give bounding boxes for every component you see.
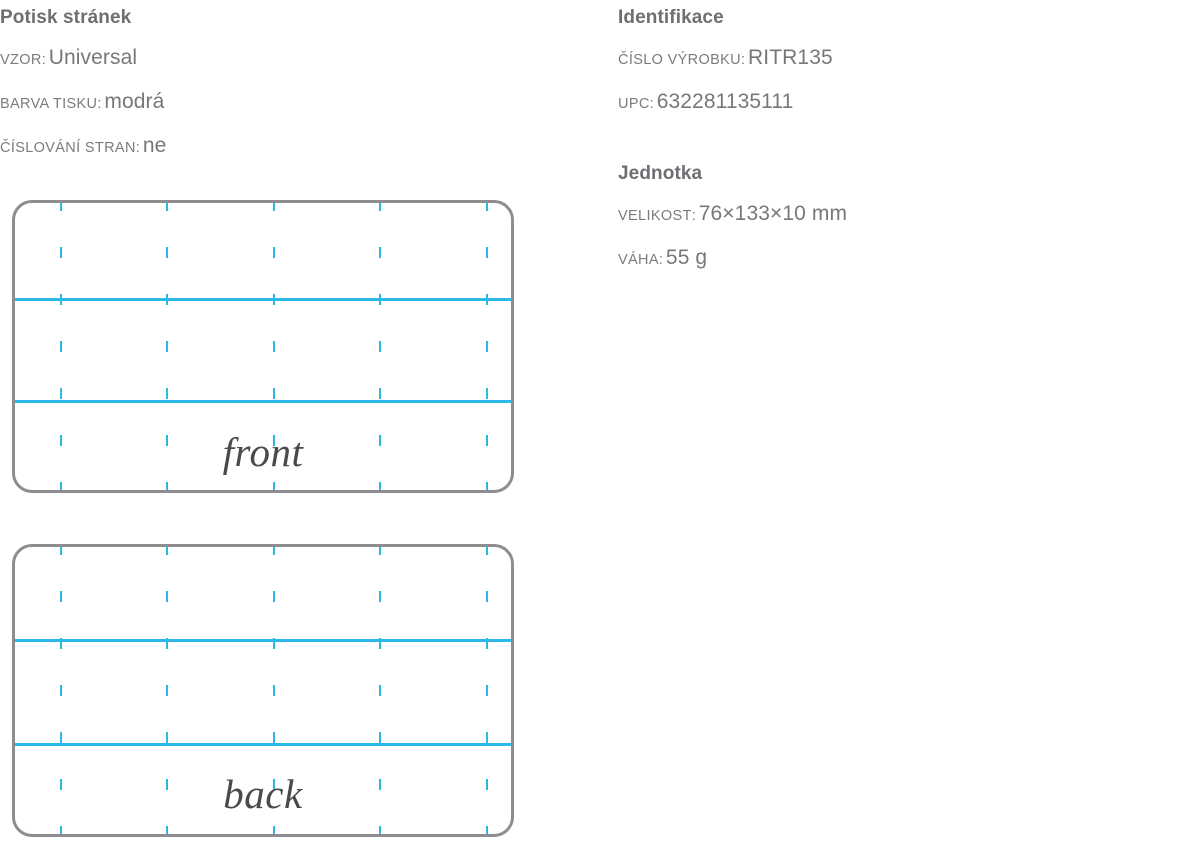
right-column: Identifikace ČÍSLO VÝROBKU:RITR135 UPC:6… [618, 0, 1178, 281]
horizontal-rule-line [15, 743, 511, 746]
spec-label-size: VELIKOST [618, 208, 692, 224]
spec-colon: : [135, 140, 140, 156]
horizontal-rule-line [15, 298, 511, 301]
spec-row-weight: VÁHA:55 g [618, 237, 1178, 281]
page-preview-front: front [12, 200, 514, 493]
section-title-print-pages: Potisk stránek [0, 7, 132, 28]
horizontal-rule-line [15, 400, 511, 403]
spec-label-product-number: ČÍSLO VÝROBKU [618, 52, 741, 68]
page-preview-group: front back [12, 200, 514, 837]
spec-colon: : [97, 96, 102, 112]
spec-row-upc: UPC:632281135111 [618, 81, 1178, 125]
identification-section: Identifikace ČÍSLO VÝROBKU:RITR135 UPC:6… [618, 3, 1178, 125]
spec-label-pattern: VZOR [0, 52, 42, 68]
horizontal-rule-line [15, 639, 511, 642]
spec-label-page-numbering: ČÍSLOVÁNÍ STRAN [0, 140, 136, 156]
spec-row-pattern: VZOR:Universal [0, 37, 600, 81]
spec-colon: : [741, 52, 746, 68]
spec-label-weight: VÁHA [618, 252, 659, 268]
spec-row-page-numbering: ČÍSLOVÁNÍ STRAN:ne [0, 125, 600, 169]
spec-value-size: 76×133×10 mm [698, 202, 848, 225]
spec-value-weight: 55 g [665, 246, 708, 269]
spec-colon: : [649, 96, 654, 112]
spec-row-product-number: ČÍSLO VÝROBKU:RITR135 [618, 37, 1178, 81]
spec-colon: : [691, 208, 696, 224]
spec-label-ink-color: BARVA TISKU [0, 96, 98, 112]
page-preview-back: back [12, 544, 514, 837]
spec-value-product-number: RITR135 [748, 46, 833, 69]
spec-row-ink-color: BARVA TISKU:modrá [0, 81, 600, 125]
page-preview-caption-back: back [223, 771, 303, 817]
spec-colon: : [658, 252, 663, 268]
spec-value-pattern: Universal [48, 46, 138, 69]
spec-row-size: VELIKOST:76×133×10 mm [618, 193, 1178, 237]
section-spacer [618, 125, 1178, 159]
spec-colon: : [41, 52, 46, 68]
spec-value-page-numbering: ne [142, 134, 167, 157]
left-column: Potisk stránek VZOR:Universal BARVA TISK… [0, 0, 600, 837]
section-title-unit: Jednotka [618, 163, 703, 184]
section-title-identification: Identifikace [618, 7, 724, 28]
print-pages-section: Potisk stránek VZOR:Universal BARVA TISK… [0, 0, 600, 169]
spec-value-ink-color: modrá [104, 90, 165, 113]
spec-label-upc: UPC [618, 96, 650, 112]
spec-value-upc: 632281135111 [656, 90, 794, 113]
page-preview-caption-front: front [222, 429, 304, 475]
unit-section: Jednotka VELIKOST:76×133×10 mm VÁHA:55 g [618, 159, 1178, 281]
